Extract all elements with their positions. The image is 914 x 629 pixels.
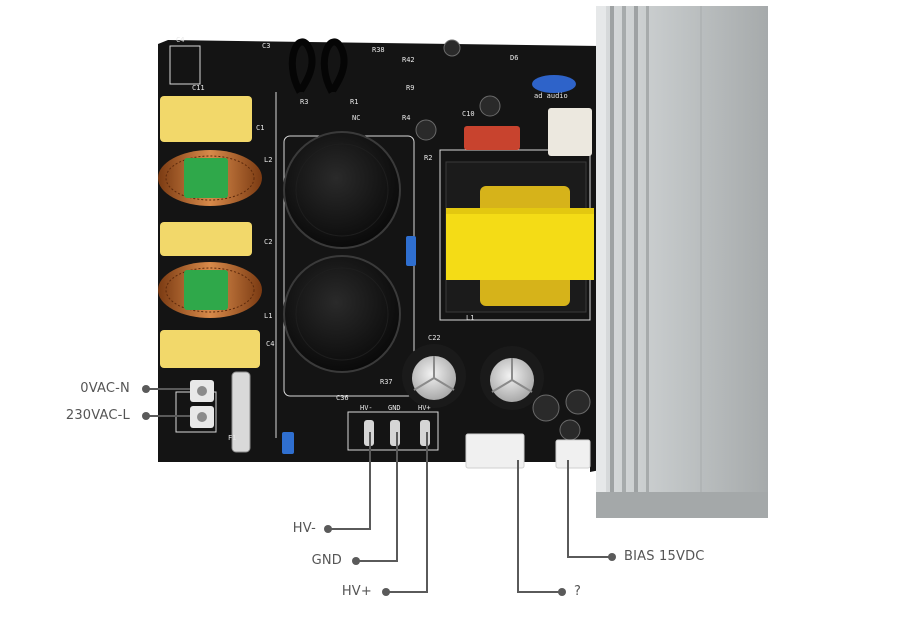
output-capacitor-left xyxy=(402,344,466,408)
choke-l1 xyxy=(158,262,262,318)
silk-r38: R38 xyxy=(372,46,385,54)
red-capacitor xyxy=(464,126,520,150)
silk-hv-plus: HV+ xyxy=(418,404,431,412)
silk-l1-secondary: L1 xyxy=(466,314,474,322)
label-ac-line: 230VAC-L xyxy=(65,408,130,423)
x-capacitors xyxy=(160,96,260,368)
bulk-capacitor-top xyxy=(283,131,401,249)
silk-nc: NC xyxy=(352,114,360,122)
leader-bias xyxy=(567,460,612,558)
silk-c10: C10 xyxy=(462,110,475,118)
silk-r3: R3 xyxy=(300,98,308,106)
silk-hv-minus: HV- xyxy=(360,404,373,412)
silk-r1: R1 xyxy=(350,98,358,106)
blue-components xyxy=(282,236,416,454)
silk-gnd: GND xyxy=(388,404,401,412)
silk-r2: R2 xyxy=(424,154,432,162)
heatsink xyxy=(596,6,768,518)
silk-c36: C36 xyxy=(336,394,349,402)
leader-dots xyxy=(142,385,616,596)
silk-r37: R37 xyxy=(380,378,393,386)
leader-hv-minus xyxy=(328,432,371,530)
connector-bias xyxy=(555,439,591,469)
silk-r42: R42 xyxy=(402,56,415,64)
leader-gnd xyxy=(356,432,398,562)
silk-c4: C4 xyxy=(176,36,184,44)
label-bias: BIAS 15VDC xyxy=(624,549,705,564)
silk-f1: F1 xyxy=(228,434,236,442)
label-unknown: ? xyxy=(574,584,582,599)
silkscreen-text: C4 C3 C11 C1 L2 C2 L1 C4 R38 R42 R9 R3 R… xyxy=(176,36,518,442)
bulk-capacitor-bottom xyxy=(283,255,401,373)
silk-c11: C11 xyxy=(192,84,205,92)
silk-l2: L2 xyxy=(264,156,272,164)
leader-lines xyxy=(146,388,612,593)
silk-l1: L1 xyxy=(264,312,272,320)
silk-c22: C22 xyxy=(428,334,441,342)
small-capacitors xyxy=(415,39,591,441)
silk-c2: C2 xyxy=(264,238,272,246)
top-coil-wires xyxy=(288,38,348,94)
leader-hv-plus xyxy=(386,432,428,593)
connector-aux xyxy=(465,433,525,469)
fuse xyxy=(231,371,251,453)
silk-c1: C1 xyxy=(256,124,264,132)
silk-brand: ad audio xyxy=(534,92,568,100)
transformer xyxy=(445,161,594,313)
mains-terminals xyxy=(190,380,214,428)
label-ac-neutral: 0VAC-N xyxy=(80,381,130,396)
silk-c3: C3 xyxy=(262,42,270,50)
brand-logo: ad audio xyxy=(532,75,576,100)
label-gnd: GND xyxy=(311,553,342,568)
silk-c4-lower: C4 xyxy=(266,340,274,348)
silk-d6: D6 xyxy=(510,54,518,62)
silk-r9: R9 xyxy=(406,84,414,92)
power-resistors xyxy=(548,108,592,156)
label-hv-minus: HV- xyxy=(292,521,316,536)
output-capacitor-right xyxy=(480,346,544,410)
label-hv-plus: HV+ xyxy=(341,584,372,599)
silk-r4: R4 xyxy=(402,114,410,122)
leader-unknown xyxy=(517,460,562,593)
choke-l2 xyxy=(158,150,262,206)
